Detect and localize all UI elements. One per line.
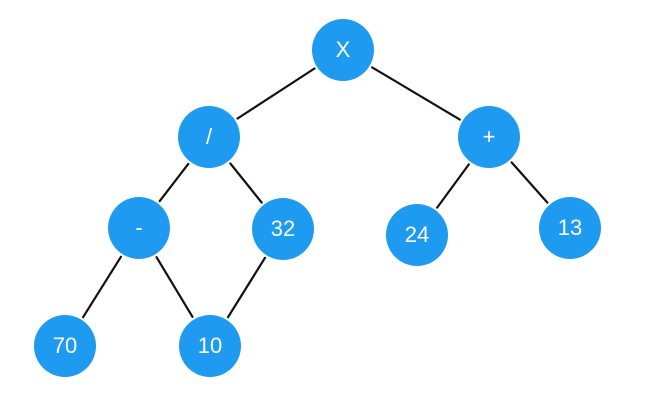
node-label-x: X	[336, 37, 351, 62]
tree-node-x: X	[312, 19, 374, 81]
node-circle-n70	[34, 315, 96, 377]
node-label-n32: 32	[271, 216, 295, 241]
node-label-n24: 24	[405, 222, 429, 247]
tree-node-minus: -	[108, 197, 170, 259]
node-circle-minus	[108, 197, 170, 259]
edge-x-plus	[371, 66, 461, 121]
edge-minus-n10	[155, 256, 194, 318]
node-label-n70: 70	[53, 333, 77, 358]
node-circle-n32	[252, 198, 314, 260]
edge-plus-n13	[510, 161, 549, 204]
tree-node-n10: 10	[179, 315, 241, 377]
node-circle-n13	[539, 197, 601, 259]
edge-x-div	[236, 67, 316, 120]
node-label-plus: +	[483, 124, 496, 149]
node-label-n10: 10	[198, 333, 222, 358]
node-circle-n10	[179, 315, 241, 377]
node-circle-x	[312, 19, 374, 81]
tree-node-n13: 13	[539, 197, 601, 259]
tree-node-div: /	[178, 106, 240, 168]
edge-minus-n70	[81, 255, 123, 319]
tree-node-n32: 32	[252, 198, 314, 260]
node-circle-n24	[386, 204, 448, 266]
edge-n32-n10	[226, 256, 267, 319]
node-label-minus: -	[135, 215, 142, 240]
node-circle-plus	[458, 106, 520, 168]
edge-div-n32	[229, 162, 263, 204]
edge-div-minus	[158, 162, 190, 203]
node-label-div: /	[206, 124, 213, 149]
tree-node-plus: +	[458, 106, 520, 168]
node-circle-div	[178, 106, 240, 168]
tree-node-n24: 24	[386, 204, 448, 266]
node-label-n13: 13	[558, 215, 582, 240]
tree-node-n70: 70	[34, 315, 96, 377]
edge-plus-n24	[436, 163, 470, 209]
nodes-layer: X / + - 32 24 13 70 10	[34, 19, 601, 377]
edges-layer	[81, 66, 549, 319]
